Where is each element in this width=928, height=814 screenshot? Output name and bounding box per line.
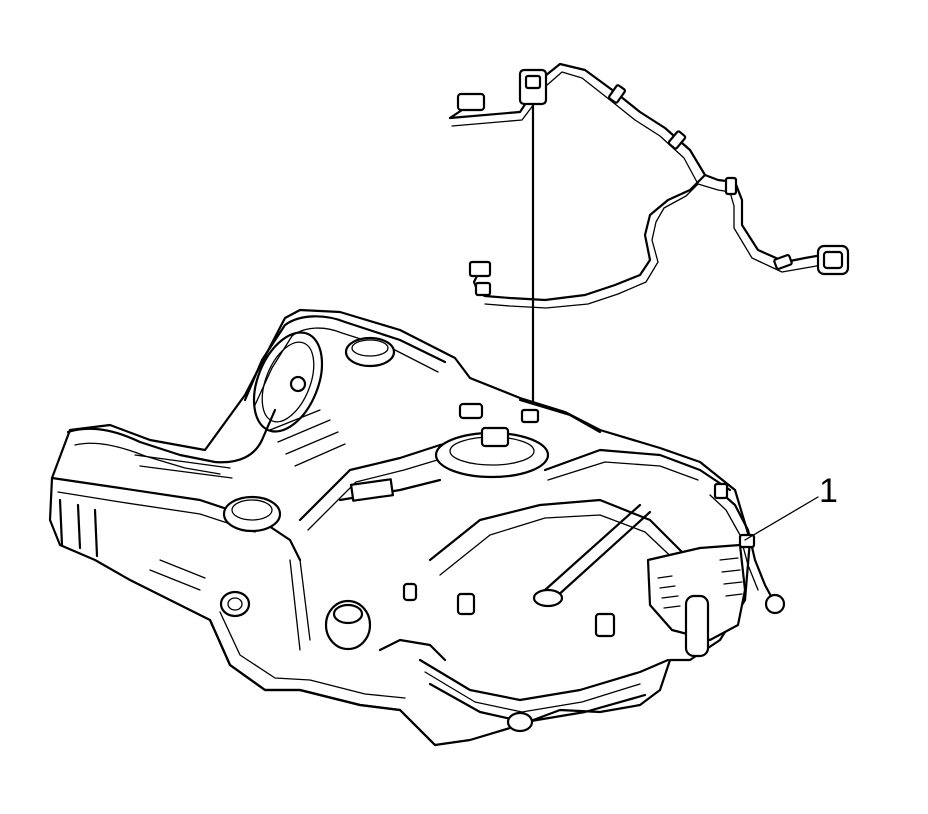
wiring-harness <box>448 62 850 450</box>
callout-1-leader <box>744 496 819 541</box>
fuel-tank <box>48 308 786 747</box>
callout-label-1: 1 <box>819 472 838 510</box>
